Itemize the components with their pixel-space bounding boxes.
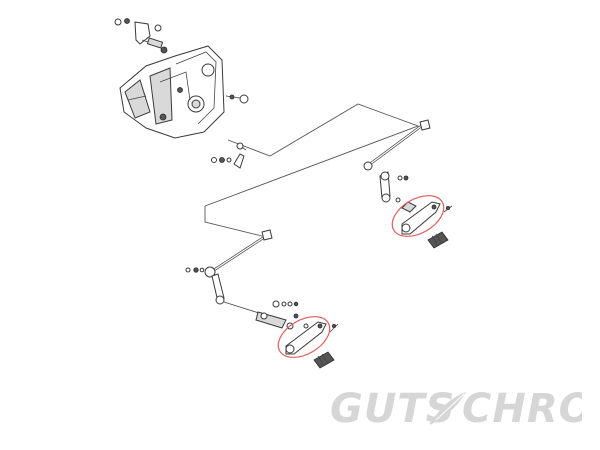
lower-shift-shaft <box>223 300 309 330</box>
upper-shift-lever <box>391 195 453 237</box>
logo-word-left: GUTS <box>330 386 455 430</box>
washer-part <box>114 18 122 26</box>
bracket-part <box>134 21 151 45</box>
upper-shift-rod <box>363 119 431 171</box>
linkage-guide-outline <box>204 103 420 237</box>
upper-linkage-lever <box>379 171 417 213</box>
small-washer-part <box>154 24 162 32</box>
lower-shift-lever <box>277 316 339 358</box>
nut-part <box>124 18 130 24</box>
shaft-lever-group <box>211 142 247 169</box>
housing-bolt-group <box>225 94 249 104</box>
transmission-housing <box>119 45 225 139</box>
logo-word-right: CHROME <box>462 386 582 430</box>
brand-logo: GUTS CHROME <box>330 386 582 430</box>
top-hardware-group <box>114 18 168 54</box>
spacer-part <box>160 46 168 54</box>
lower-shift-rod <box>185 229 273 278</box>
sleeve-part <box>146 37 164 49</box>
feather-icon <box>429 392 466 425</box>
lower-foot-peg <box>313 351 335 369</box>
lower-linkage-lever <box>211 273 225 305</box>
upper-foot-peg <box>427 231 449 249</box>
